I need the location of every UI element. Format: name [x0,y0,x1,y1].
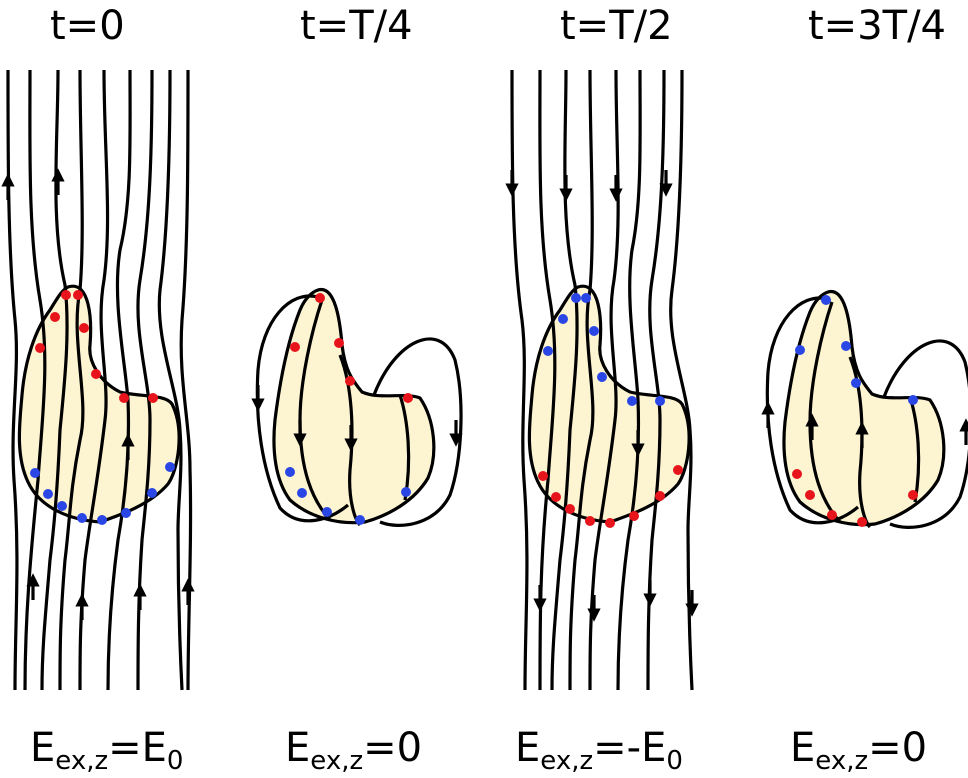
field-loop [372,337,463,527]
time-label-0: t=0 [50,3,125,49]
field-line [40,69,69,691]
field-loop [255,294,350,523]
field-value-subscript: 0 [666,746,683,776]
field-line [568,69,595,691]
field-loop [298,299,332,522]
particle-blob [272,288,436,525]
field-value: =-E [593,725,667,771]
field-value-subscript: 0 [166,746,184,776]
charges-negative [285,467,411,525]
field-loop [765,296,860,525]
field-value: =0 [868,725,928,771]
field-line [58,69,85,691]
time-label-2: t=T/2 [560,3,673,49]
field-line [6,69,19,691]
charges-positive [792,469,918,527]
panel-t3T4 [761,290,968,529]
field-symbol: E [30,725,56,771]
field-line [510,69,529,691]
field-value: =0 [363,725,423,771]
field-label-3: Eex,z=0 [790,728,927,774]
field-symbol: E [515,725,541,771]
panel-tT4 [251,288,463,527]
field-loop [908,396,921,503]
field-line [616,69,642,691]
field-value: =E [108,725,167,771]
field-label-1: Eex,z=0 [285,728,422,774]
panel-tT2 [505,69,699,691]
field-symbol: E [790,725,816,771]
charges-positive [538,465,683,528]
time-label-3: t=3T/4 [808,3,947,49]
particle-blob [782,290,946,527]
charges-negative [543,293,665,406]
field-subscript: ex,z [815,746,869,776]
field-symbol: E [285,725,311,771]
field-line [106,69,132,691]
charges-positive [35,290,158,403]
charges-positive [290,293,413,403]
field-loop [882,339,968,529]
field-label-0: Eex,z=E0 [30,728,183,774]
charges-negative [795,295,918,405]
field-line [669,69,694,691]
field-line [157,69,184,691]
charges-negative [30,462,175,525]
field-subscript: ex,z [310,746,364,776]
time-label-1: t=T/4 [300,3,413,49]
field-loop [338,354,362,527]
field-subscript: ex,z [55,746,109,776]
field-line [23,69,47,691]
panel-t0 [1,69,195,691]
field-subscript: ex,z [540,746,594,776]
field-label-2: Eex,z=-E0 [515,728,683,774]
